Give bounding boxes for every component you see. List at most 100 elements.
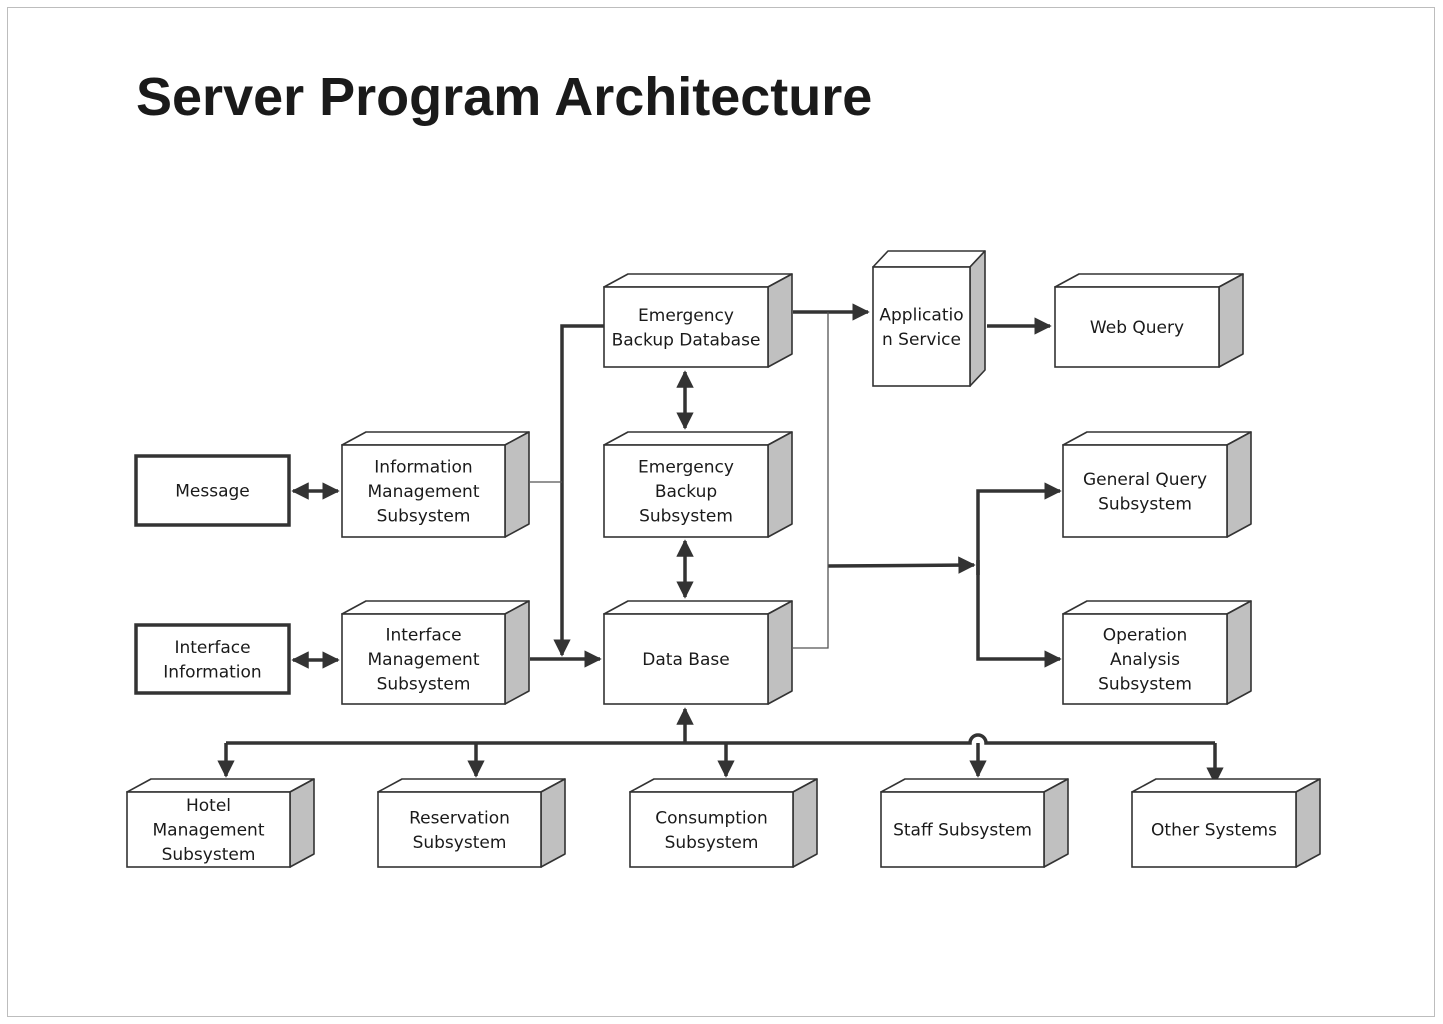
box-front-face [872,266,971,387]
box-front-face [126,791,291,868]
box-side-face [1295,778,1321,868]
box-side-face [792,778,818,868]
box-label-line: Backup Database [612,330,761,350]
box-label-line: Subsystem [377,507,471,527]
box-side-face [767,273,793,368]
box-side-face [1043,778,1069,868]
box-label-line: Subsystem [413,833,507,853]
box-staff: Staff Subsystem [880,778,1069,868]
box-label-line: Interface [174,638,250,658]
box-front-face [603,613,769,705]
box-data-base: Data Base [603,600,793,705]
box-top-face [872,250,986,268]
box-label-line: Subsystem [377,675,471,695]
box-label-line: Backup [655,482,717,502]
box-label-line: Hotel [186,796,231,816]
box-label-line: Interface [385,626,461,646]
box-top-face [341,600,530,615]
box-top-face [880,778,1069,793]
box-front-face [1131,791,1297,868]
box-front-face [629,791,794,868]
box-top-face [1062,431,1252,446]
box-side-face [1226,600,1252,705]
box-label-line: Applicatio [879,305,963,325]
box-front-face [603,286,769,368]
box-label-line: Subsystem [1098,675,1192,695]
box-other-systems: Other Systems [1131,778,1321,868]
box-frame [134,623,291,695]
box-front-face [1062,444,1228,538]
box-label-line: Consumption [655,808,768,828]
connector-branch-operation-analysis [976,560,1062,668]
box-front-face [603,444,769,538]
box-label-line: Web Query [1090,318,1184,338]
box-side-face [969,250,986,387]
box-side-face [767,431,793,538]
box-label-line: Management [153,821,265,841]
box-side-face [289,778,315,868]
box-application-service: Applicatio n Service [872,250,986,387]
box-side-face [1218,273,1244,368]
connector-junction-to-query-branch [827,556,976,574]
box-front-face [377,791,542,868]
box-label-line: Message [175,482,250,502]
box-top-face [377,778,566,793]
box-label-line: Emergency [638,458,734,478]
box-top-face [603,431,793,446]
box-frame [134,454,291,527]
box-top-face [1054,273,1244,288]
box-front-face [880,791,1045,868]
box-label-line: Information [163,662,261,682]
page-title: Server Program Architecture [136,67,873,127]
box-top-face [341,431,530,446]
box-message: Message [134,454,291,527]
box-label-line: Subsystem [639,507,733,527]
box-label-line: Operation [1103,626,1188,646]
box-side-face [1226,431,1252,538]
box-label-line: Other Systems [1151,821,1277,841]
box-side-face [767,600,793,705]
box-front-face [1062,613,1228,705]
box-front-face [1054,286,1220,368]
box-label-line: Subsystem [1098,494,1192,514]
box-label-line: n Service [882,330,961,350]
box-label-line: General Query [1083,470,1207,490]
connector-bottom-bus [226,733,1215,745]
box-label-line: Management [368,650,480,670]
box-label-line: Reservation [409,808,510,828]
box-web-query: Web Query [1054,273,1244,368]
box-top-face [603,600,793,615]
box-top-face [1062,600,1252,615]
connector-database-to-right-bus [793,312,829,649]
box-label-line: Data Base [642,650,729,670]
connector-branch-general-query [976,482,1062,575]
connector-backup-db-to-database [553,324,604,657]
connector-to-general-query [978,491,1062,659]
box-front-face [341,613,506,705]
box-label-line: Analysis [1110,650,1180,670]
box-top-face [629,778,818,793]
box-top-face [603,273,793,288]
box-label-line: Emergency [638,306,734,326]
box-side-face [504,600,530,705]
box-side-face [504,431,530,538]
box-side-face [540,778,566,868]
box-top-face [1131,778,1321,793]
box-label-line: Staff Subsystem [893,821,1032,841]
box-label-line: Subsystem [162,845,256,865]
box-label-line: Subsystem [665,833,759,853]
box-front-face [341,444,506,538]
box-label-line: Management [368,482,480,502]
page-frame [7,7,1435,1017]
